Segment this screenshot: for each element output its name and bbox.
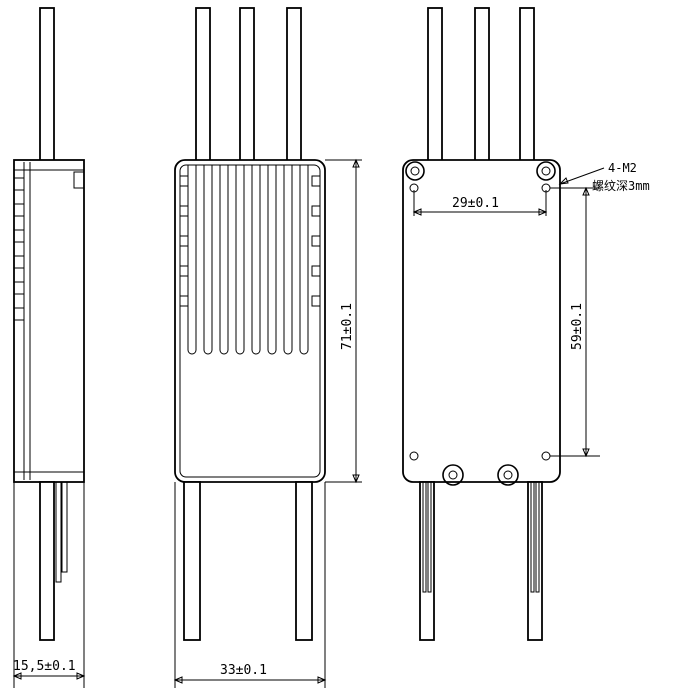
back-top-wire-1 <box>427 7 443 164</box>
side-view: 15,5±0.1 <box>12 7 86 688</box>
back-view: 29±0.1 59±0.1 4-M2 螺纹深3mm <box>402 7 650 641</box>
dimension-length: 71±0.1 <box>340 303 355 350</box>
dimension-hole-spacing-horizontal: 29±0.1 <box>452 196 499 211</box>
dimension-thickness: 15,5±0.1 <box>13 659 76 674</box>
front-top-wire-2 <box>239 7 255 164</box>
dimension-width: 33±0.1 <box>220 663 267 678</box>
dimension-hole-spacing-vertical: 59±0.1 <box>570 303 585 350</box>
back-bottom-wire-2 <box>527 481 543 641</box>
front-bottom-wire-1 <box>183 481 201 641</box>
back-top-wire-2 <box>474 7 490 164</box>
front-body <box>174 159 326 483</box>
front-top-wire-3 <box>286 7 302 164</box>
back-body <box>402 159 561 483</box>
back-top-wire-3 <box>519 7 535 164</box>
side-fin-notches <box>13 177 25 321</box>
front-view: 33±0.1 71±0.1 <box>173 7 362 688</box>
front-top-wire-1 <box>195 7 211 164</box>
side-body <box>13 159 85 483</box>
side-bottom-wire <box>39 481 55 641</box>
heatsink-fins <box>179 165 321 355</box>
callout-holes: 4-M2 <box>608 161 637 175</box>
back-bottom-wire-1 <box>419 481 435 641</box>
callout-thread-depth: 螺纹深3mm <box>592 179 650 193</box>
front-bottom-wire-2 <box>295 481 313 641</box>
side-top-wire <box>39 7 55 164</box>
